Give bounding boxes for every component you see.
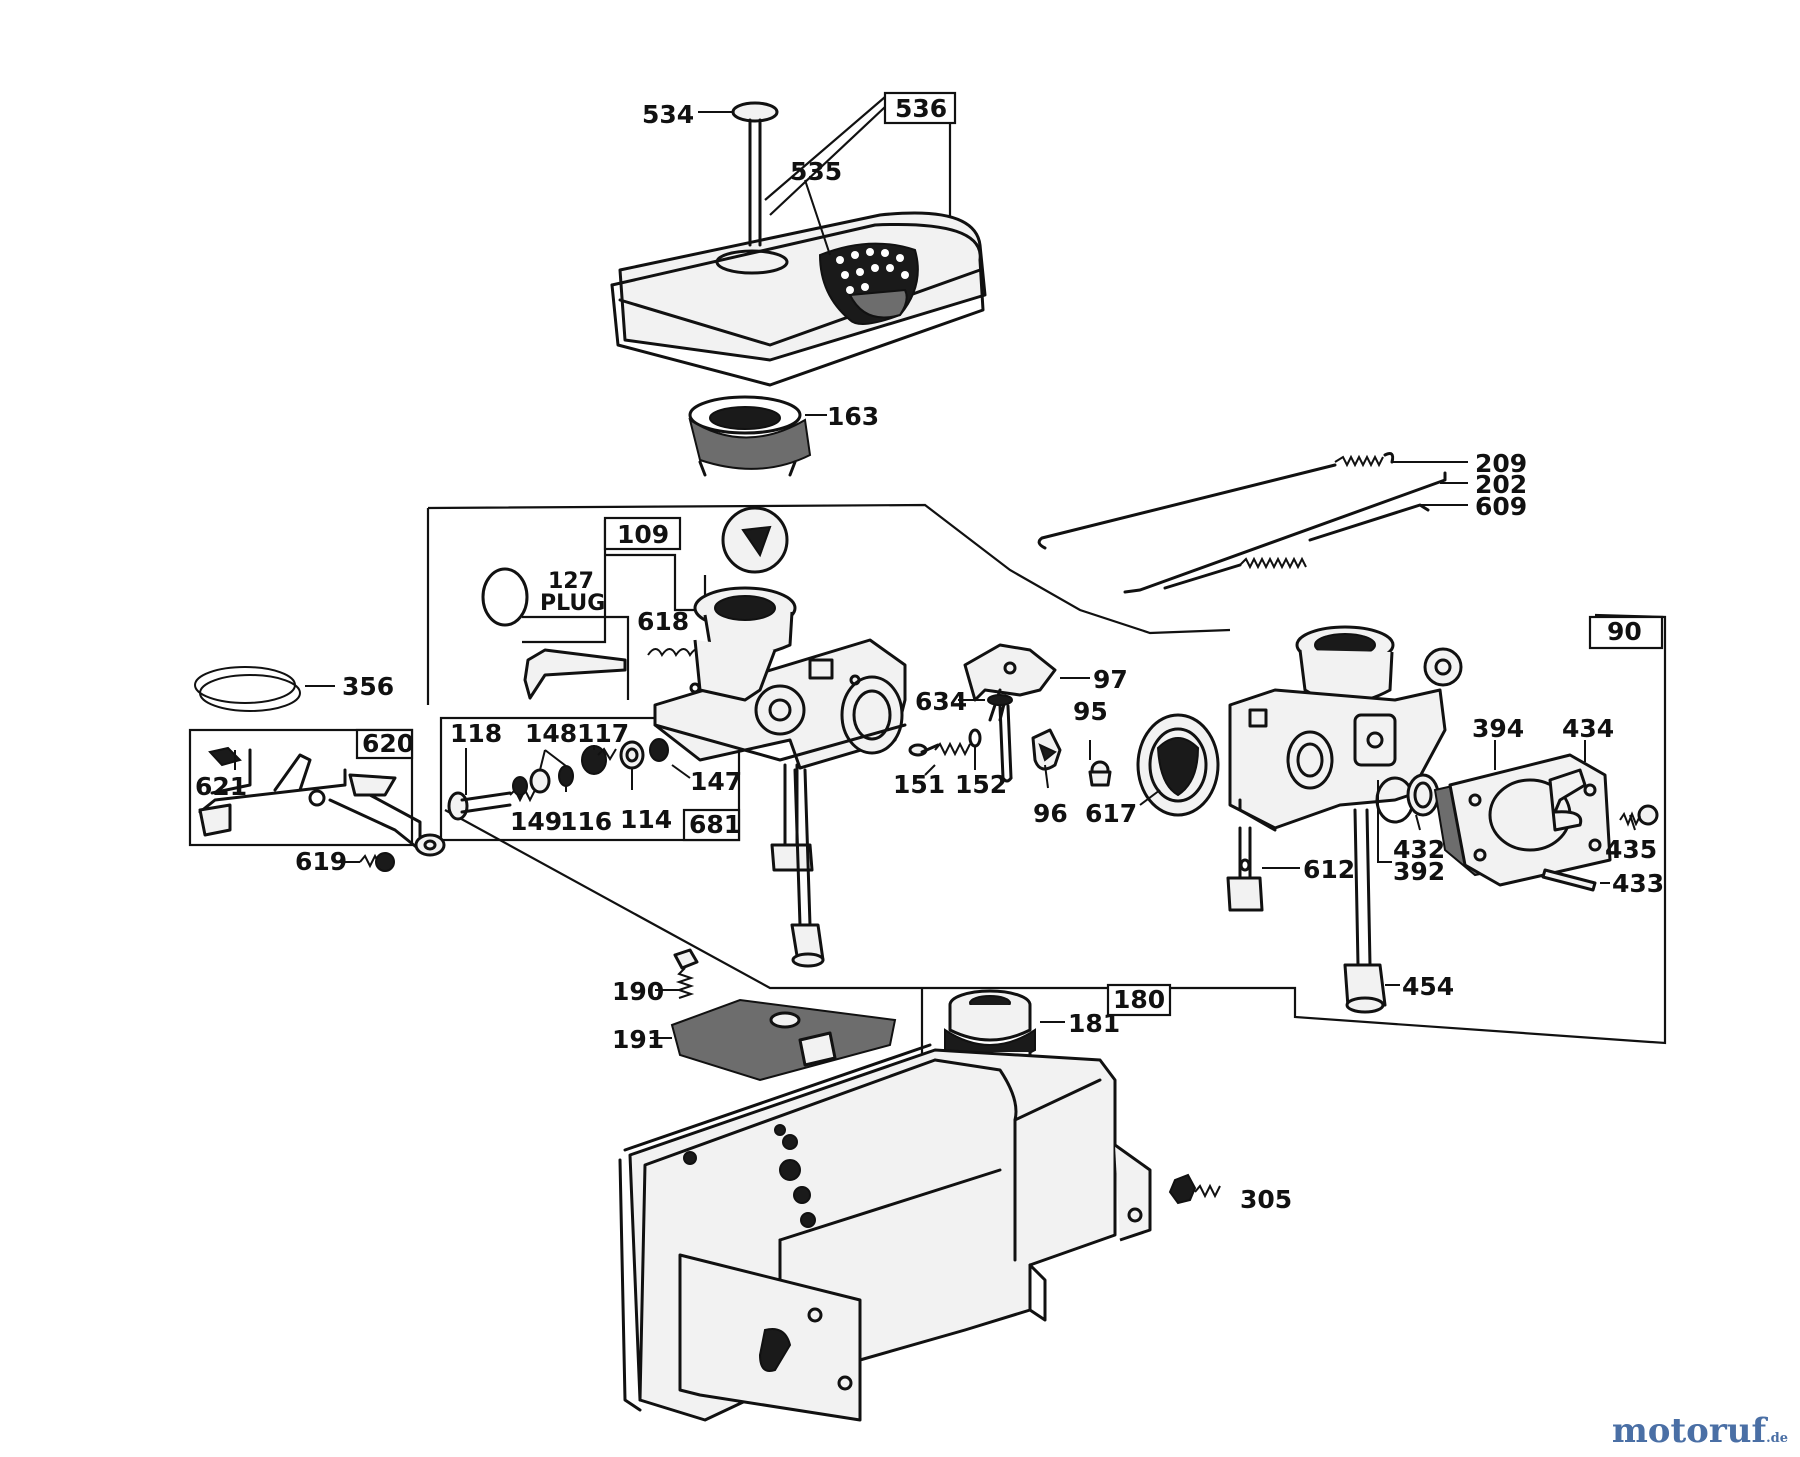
label-432: 432 bbox=[1393, 835, 1445, 864]
label-536: 536 bbox=[895, 94, 947, 123]
label-609: 609 bbox=[1475, 492, 1527, 521]
label-202: 202 bbox=[1475, 470, 1527, 499]
label-435: 435 bbox=[1605, 835, 1657, 864]
label-620: 620 bbox=[362, 729, 414, 758]
label-305: 305 bbox=[1240, 1185, 1292, 1214]
label-356: 356 bbox=[342, 672, 394, 701]
label-181: 181 bbox=[1068, 1009, 1120, 1038]
governor-control-bracket bbox=[194, 666, 446, 872]
label-109: 109 bbox=[617, 520, 669, 549]
label-209: 209 bbox=[1475, 449, 1527, 478]
linkage-springs bbox=[1037, 452, 1447, 594]
label-90: 90 bbox=[1607, 617, 1642, 646]
label-191: 191 bbox=[612, 1025, 664, 1054]
label-148: 148 bbox=[525, 719, 577, 748]
label-147: 147 bbox=[690, 767, 742, 796]
label-392: 392 bbox=[1393, 857, 1445, 886]
label-149: 149 bbox=[510, 807, 562, 836]
label-394: 394 bbox=[1472, 714, 1524, 743]
label-127: 127 bbox=[548, 569, 594, 594]
label-114: 114 bbox=[620, 805, 672, 834]
leader-lines bbox=[234, 111, 1636, 1039]
watermark-name: motoruf bbox=[1611, 1411, 1767, 1451]
needle-valve-parts bbox=[447, 738, 669, 821]
label-95: 95 bbox=[1073, 697, 1108, 726]
label-621: 621 bbox=[195, 772, 247, 801]
carburetor-left bbox=[481, 506, 907, 968]
label-617: 617 bbox=[1085, 799, 1137, 828]
label-117: 117 bbox=[577, 719, 629, 748]
carburetor-right bbox=[1136, 625, 1659, 1014]
label-180: 180 bbox=[1113, 985, 1165, 1014]
label-434: 434 bbox=[1562, 714, 1614, 743]
label-118: 118 bbox=[450, 719, 502, 748]
fuel-tank-assembly bbox=[618, 948, 1221, 1422]
label-681: 681 bbox=[689, 810, 741, 839]
label-433: 433 bbox=[1612, 869, 1664, 898]
label-116: 116 bbox=[560, 807, 612, 836]
label-152: 152 bbox=[955, 770, 1007, 799]
air-cleaner-assembly bbox=[610, 91, 987, 477]
label-190: 190 bbox=[612, 977, 664, 1006]
label-454: 454 bbox=[1402, 972, 1454, 1001]
label-619: 619 bbox=[295, 847, 347, 876]
label-535: 535 bbox=[790, 157, 842, 186]
label-96: 96 bbox=[1033, 799, 1068, 828]
watermark-logo: motoruf.de bbox=[1612, 1411, 1788, 1451]
label-plug: PLUG bbox=[540, 591, 605, 616]
label-634: 634 bbox=[915, 687, 967, 716]
label-163: 163 bbox=[827, 402, 879, 431]
part-labels: 534 536 535 163 209 202 609 109 127 PLUG… bbox=[195, 94, 1664, 1214]
label-97: 97 bbox=[1093, 665, 1128, 694]
label-151: 151 bbox=[893, 770, 945, 799]
label-612: 612 bbox=[1303, 855, 1355, 884]
label-534: 534 bbox=[642, 100, 694, 129]
watermark-tld: .de bbox=[1766, 1431, 1788, 1446]
label-618: 618 bbox=[637, 607, 689, 636]
throttle-parts bbox=[908, 643, 1112, 787]
